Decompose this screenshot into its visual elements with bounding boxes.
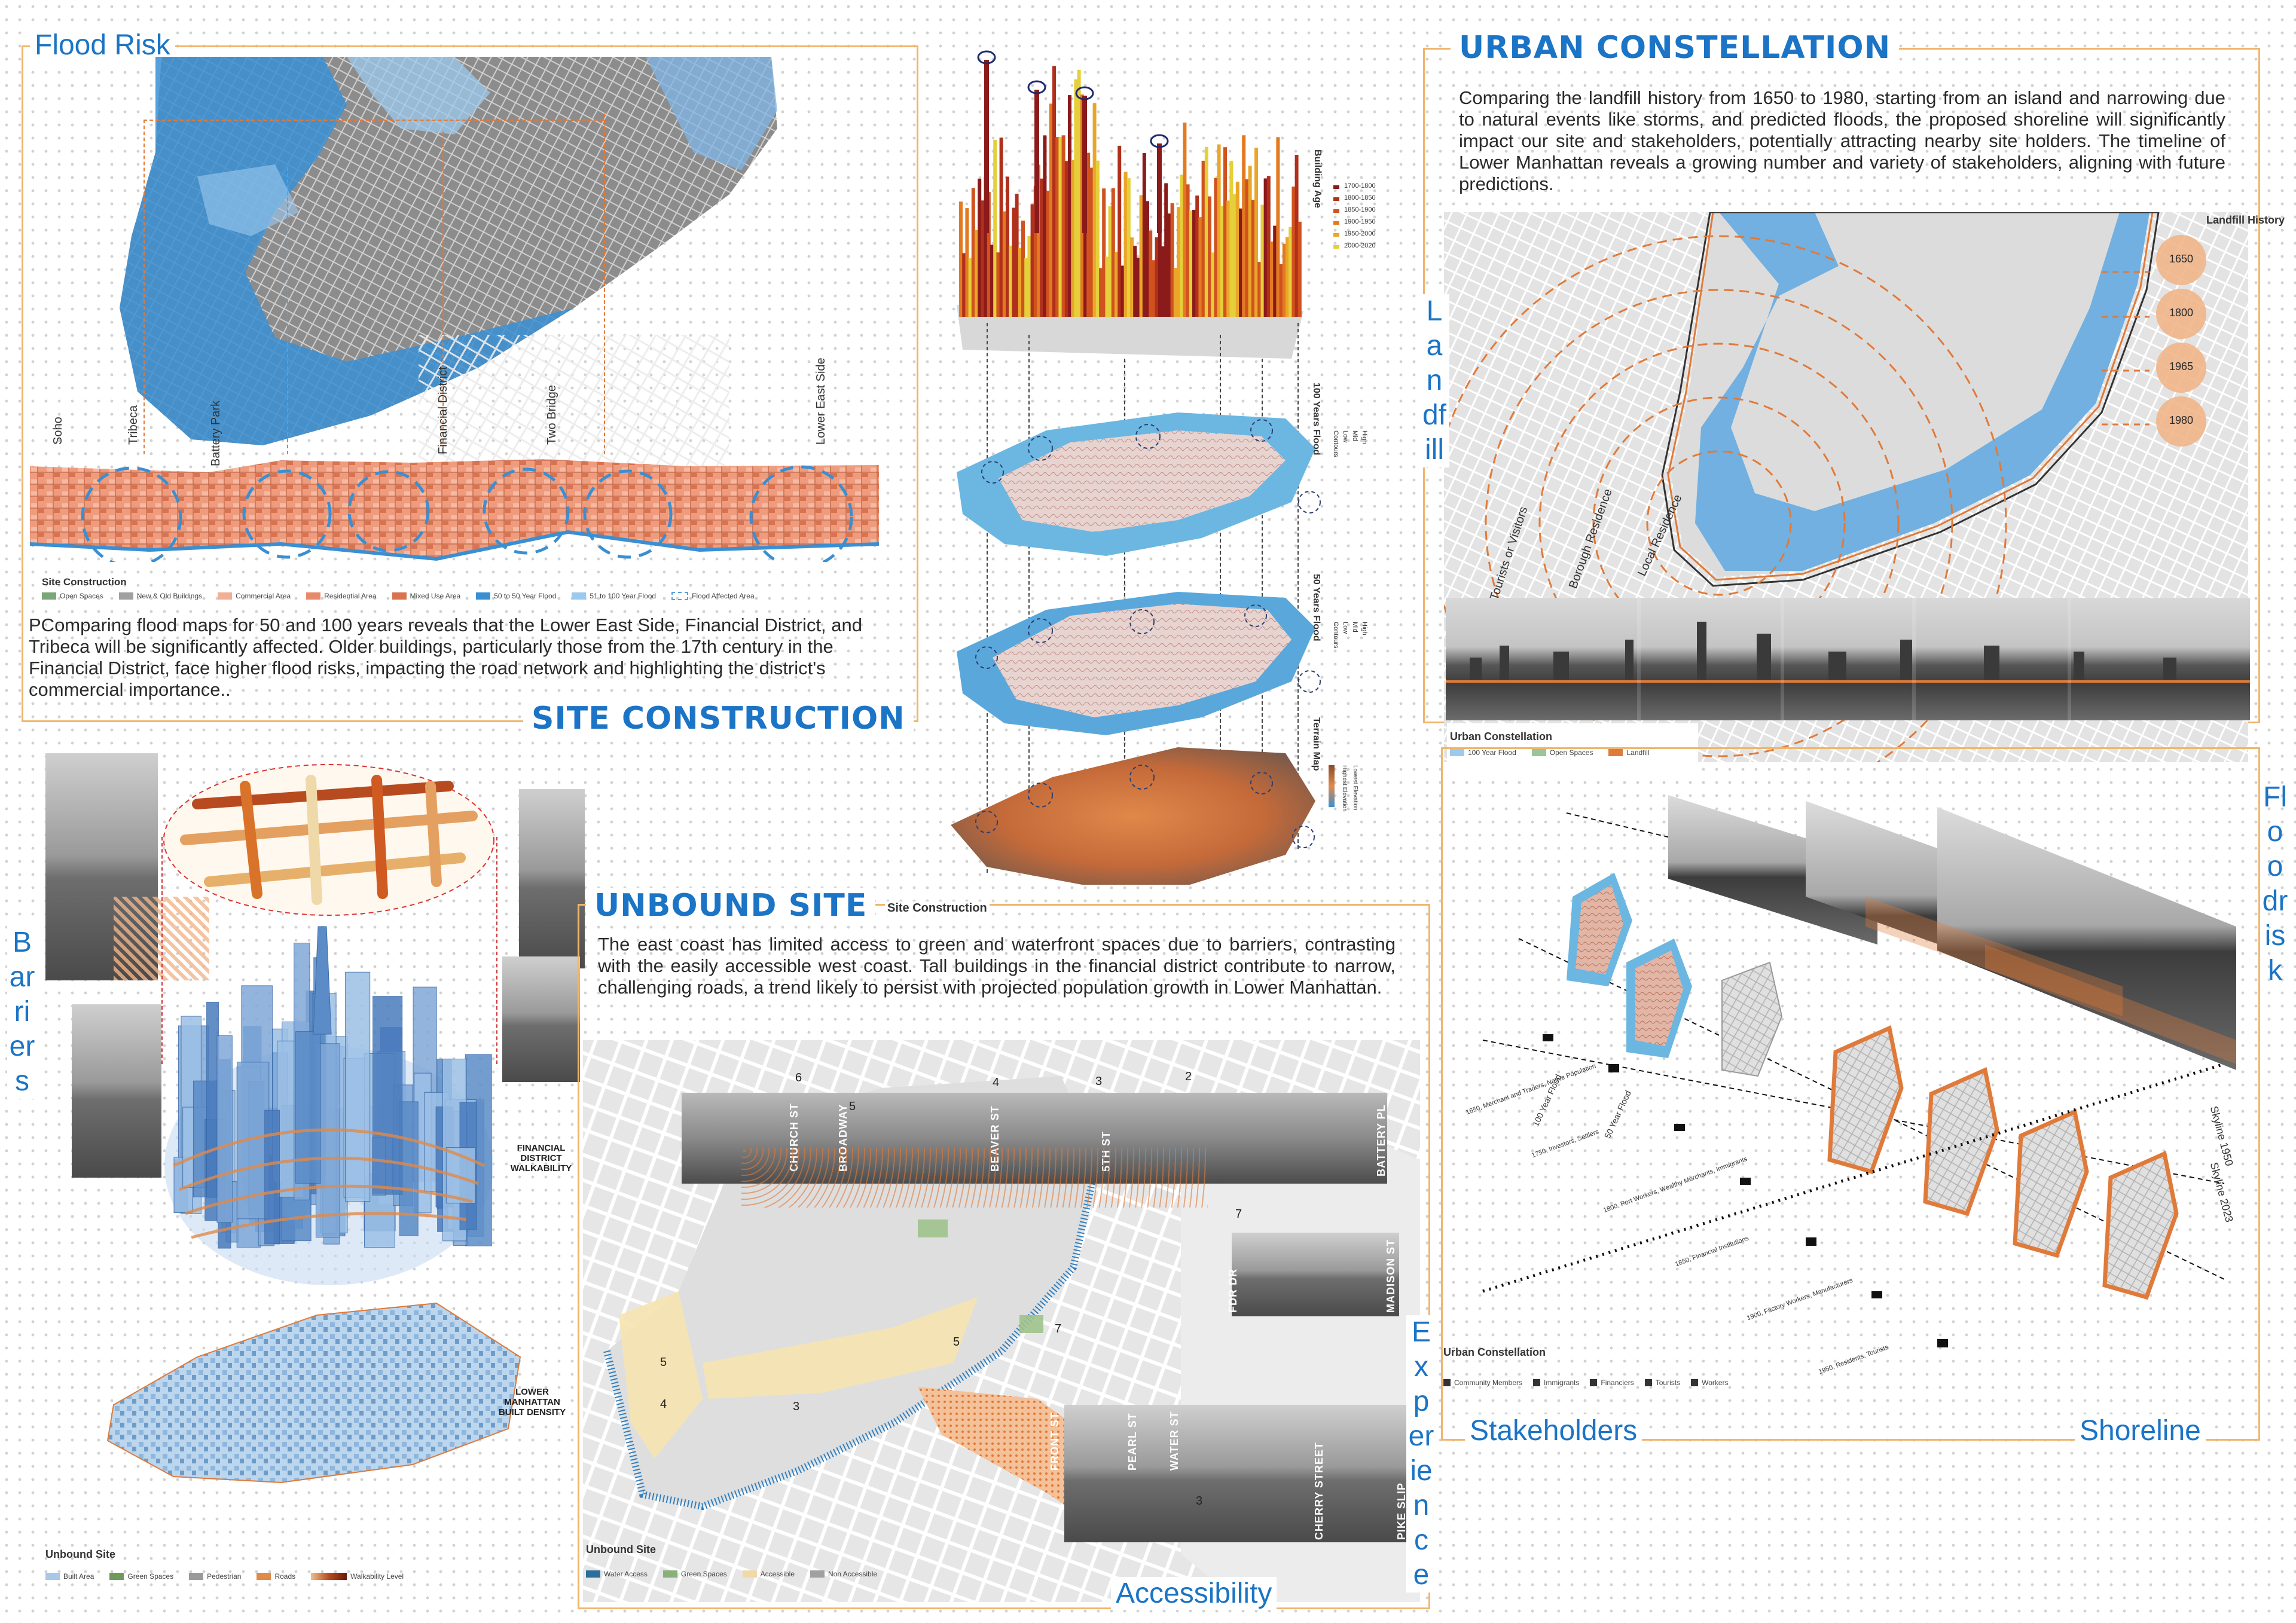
street-label-battery: BATTERY PL: [1375, 1104, 1387, 1176]
site-construction-strip: [29, 454, 880, 569]
map-number: 7: [1235, 1208, 1242, 1221]
map-number: 7: [1055, 1322, 1062, 1335]
unbound-site-subtitle-right: Unbound Site: [586, 1543, 656, 1555]
neighborhood-soho: Soho: [51, 417, 65, 445]
landfill-year-1965: 1965: [2169, 360, 2194, 372]
neighborhood-financial-district: Financial District: [436, 366, 450, 454]
timeline-subtitle: Urban Constellation: [1443, 1346, 1546, 1358]
unbound-site-paragraph: The east coast has limited access to gre…: [598, 934, 1396, 998]
accessibility-label: Accessibility: [1111, 1577, 1277, 1610]
walkability-map: [161, 762, 496, 918]
street-label-pearl: PEARL ST: [1126, 1413, 1138, 1471]
flood-100-legend: 100 Years Flood Contours Low Mid High: [1311, 383, 1368, 457]
timeline-frame: [1441, 747, 2260, 1441]
flood-100-layer: [951, 395, 1321, 562]
unbound-site-legend-left: Built Area Green Spaces Pedestrian Roads…: [45, 1572, 404, 1581]
legend-swatch: [42, 592, 56, 600]
financial-district-3d: [161, 915, 496, 1297]
street-label-madison: MADISON ST: [1385, 1239, 1397, 1313]
building-age-legend: Building Age 1700-1800 1800-1850 1850-19…: [1312, 149, 1376, 249]
barriers-vertical-label: Barriers: [7, 925, 37, 1099]
blue-buildings-svg: [164, 926, 493, 1285]
urban-constellation-map-subtitle: Urban Constellation: [1450, 730, 1553, 742]
urban-constellation-heading: URBAN CONSTELLATION: [1451, 30, 1900, 66]
map-number: 5: [660, 1356, 667, 1369]
timeline-legend: Community Members Immigrants Financiers …: [1443, 1379, 1729, 1387]
unbound-site-subtitle-left: Unbound Site: [45, 1548, 115, 1560]
floodrisk-vertical-label: Floodrisk: [2262, 781, 2288, 986]
map-number: 3: [793, 1400, 800, 1413]
landfill-year-1650: 1650: [2169, 253, 2194, 265]
urban-constellation-paragraph: Comparing the landfill history from 1650…: [1459, 87, 2225, 194]
building-age-bars: [957, 50, 1303, 359]
map-number: 4: [993, 1076, 1000, 1089]
unbound-site-frame: [578, 904, 1430, 1609]
experience-vertical-label: Experience: [1406, 1315, 1436, 1593]
street-photo-strip-mid: [1232, 1233, 1399, 1316]
flood-risk-map: [120, 57, 801, 457]
faint-map: [419, 335, 729, 472]
neighborhood-two-bridge: Two Bridge: [545, 384, 558, 445]
barrier-photo-2: [72, 1004, 161, 1178]
terrain-layer: [951, 735, 1321, 891]
building-age-3d: [951, 48, 1309, 383]
landfill-year-1980: 1980: [2169, 414, 2194, 426]
flood-50-legend: 50 Years Flood Contours Low Mid High: [1311, 574, 1368, 649]
map-number: 5: [849, 1100, 856, 1113]
neighborhood-tribeca: Tribeca: [127, 405, 140, 445]
accessibility-legend: Water Access Green Spaces Accessible Non…: [586, 1570, 877, 1578]
flood-strip-subtitle: Site Construction: [42, 576, 127, 588]
map-number: 2: [1185, 1070, 1192, 1083]
landfill-history-title: Landfill History: [2206, 214, 2285, 226]
map-number: 5: [953, 1335, 960, 1349]
map-number: 3: [1196, 1494, 1203, 1508]
flood-risk-paragraph: PComparing flood maps for 50 and 100 yea…: [29, 615, 863, 700]
site-construction-heading: SITE CONSTRUCTION: [523, 701, 914, 736]
terrain-legend: Terrain Map Highest Elevation Lowest Ele…: [1311, 717, 1358, 812]
barrier-photo-4: [502, 956, 580, 1082]
density-label: LOWER MANHATTAN BUILT DENSITY: [498, 1387, 566, 1417]
flood-risk-heading: Flood Risk: [30, 29, 175, 62]
built-density-map: [102, 1285, 532, 1488]
stakeholders-label: Stakeholders: [1465, 1414, 1642, 1447]
flood-50-layer: [951, 574, 1321, 741]
landfill-vertical-label: Landfill: [1419, 294, 1449, 467]
flood-map-svg: [120, 57, 777, 445]
flood-risk-frame: [22, 45, 918, 722]
walkability-label: FINANCIAL DISTRICT WALKABILITY: [510, 1143, 572, 1173]
barrier-photo-3: [519, 789, 585, 968]
flood-strip-legend: Open Spaces New & Old Buildings Commerci…: [42, 592, 755, 600]
map-number: 4: [660, 1398, 667, 1411]
street-label-front: FRONT ST: [1049, 1412, 1061, 1471]
street-label-fdr: FDR DR: [1227, 1269, 1239, 1313]
map-number: 6: [795, 1071, 802, 1084]
skyline-photo-strip: [1446, 598, 2250, 720]
neighborhood-lower-east-side: Lower East Side: [814, 357, 828, 445]
urban-constellation-legend: 100 Year Flood Open Spaces Landfill: [1450, 748, 1650, 757]
street-label-water: WATER ST: [1168, 1411, 1180, 1471]
unbound-site-subheading: Site Construction: [885, 901, 990, 915]
shoreline-label: Shoreline: [2075, 1414, 2206, 1447]
map-number: 3: [1095, 1075, 1103, 1088]
unbound-site-heading: UNBOUND SITE: [586, 888, 876, 924]
shoreline-timeline: [1447, 789, 2260, 1387]
landfill-year-1800: 1800: [2169, 307, 2194, 319]
street-photo-strip-low: [1064, 1405, 1411, 1542]
street-label-cherry: CHERRY STREET: [1313, 1441, 1325, 1540]
